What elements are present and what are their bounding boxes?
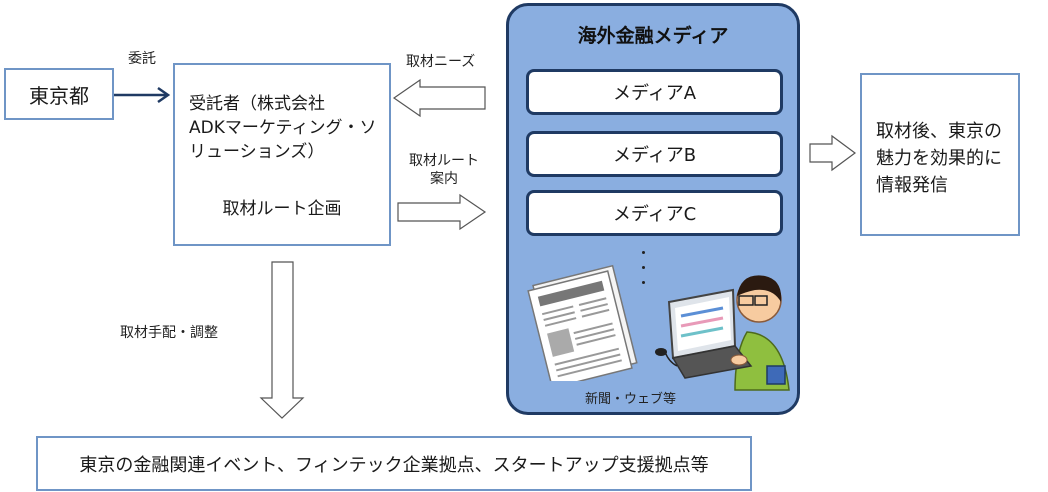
media-caption: 新聞・ウェブ等 [585, 392, 677, 407]
route-guidance-line2: 案内 [430, 171, 458, 187]
route-arrow [397, 193, 487, 231]
media-item-b: メディアB [526, 131, 783, 177]
result-line1: 取材後、東京の [876, 121, 1002, 142]
route-guidance-line1: 取材ルート [409, 153, 479, 169]
tokyo-box: 東京都 [4, 68, 114, 120]
route-planning-label: 取材ルート企画 [222, 199, 342, 219]
result-text: 取材後、東京の 魅力を効果的に 情報発信 [876, 118, 1018, 199]
media-item-a: メディアA [526, 69, 783, 115]
person-laptop-illustration [655, 275, 790, 391]
contractor-name: 受託者（株式会社 ADKマーケティング・ソ リューションズ） [189, 92, 389, 164]
arrange-arrow [259, 261, 305, 419]
media-item-label: メディアC [612, 204, 697, 225]
tokyo-label: 東京都 [29, 83, 89, 108]
arrangement-label: 取材手配・調整 [120, 325, 218, 341]
media-panel-title: 海外金融メディア [577, 25, 729, 47]
route-guidance-label: 取材ルート 案内 [409, 152, 479, 188]
newspaper-illustration [527, 264, 638, 381]
needs-arrow [392, 78, 486, 118]
contractor-box: 受託者（株式会社 ADKマーケティング・ソ リューションズ） 取材ルート企画 [173, 63, 391, 246]
entrust-arrow [114, 86, 171, 104]
result-arrow [809, 134, 857, 172]
media-item-c: メディアC [526, 190, 783, 236]
media-item-label: メディアB [612, 145, 697, 166]
venues-label: 東京の金融関連イベント、フィンテック企業拠点、スタートアップ支援拠点等 [79, 454, 709, 476]
result-box: 取材後、東京の 魅力を効果的に 情報発信 [860, 73, 1020, 236]
contractor-name-line1: 受託者（株式会社 [189, 94, 325, 114]
entrust-label: 委託 [128, 51, 156, 67]
result-line3: 情報発信 [876, 175, 948, 196]
ellipsis-dot [642, 251, 645, 254]
ellipsis-dot [642, 266, 645, 269]
needs-label: 取材ニーズ [406, 54, 476, 70]
overseas-media-panel: 海外金融メディア メディアA メディアB メディアC [506, 3, 800, 415]
contractor-name-line2: ADKマーケティング・ソ [189, 118, 377, 138]
media-item-label: メディアA [612, 83, 697, 104]
contractor-name-line3: リューションズ） [189, 142, 325, 162]
result-line2: 魅力を効果的に [876, 148, 1002, 169]
ellipsis-dot [642, 281, 645, 284]
venues-box: 東京の金融関連イベント、フィンテック企業拠点、スタートアップ支援拠点等 [36, 436, 752, 491]
